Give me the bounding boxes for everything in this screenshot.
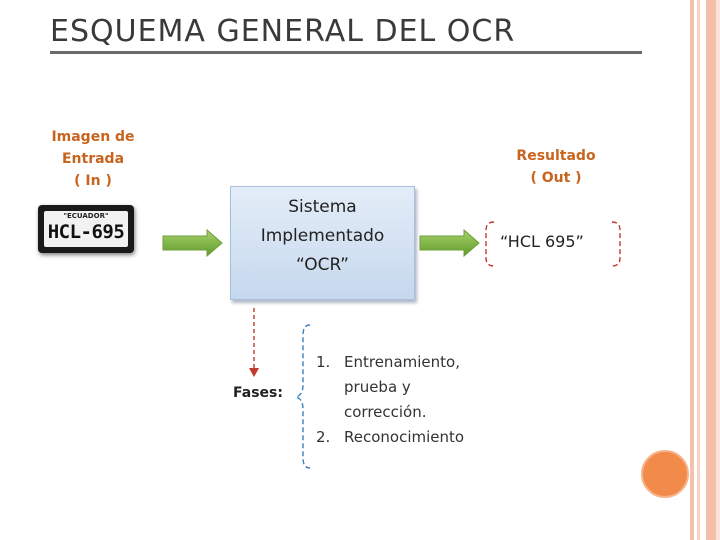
ocr-system-box: Sistema Implementado “OCR” — [230, 186, 415, 300]
output-arrow-icon — [419, 228, 480, 258]
output-label-line1: Resultado — [516, 148, 596, 164]
decorative-stripe — [690, 0, 694, 540]
input-label-line1: Imagen de — [51, 129, 135, 145]
phases-arrow-head-icon — [249, 368, 259, 377]
output-label: Resultado ( Out ) — [508, 145, 604, 189]
plate-country: "ECUADOR" — [63, 212, 109, 220]
list-item-text: Entrenamiento, — [344, 353, 460, 371]
decorative-stripe — [697, 0, 700, 540]
list-item-continuation: corrección. — [344, 403, 427, 421]
list-item: 2. Reconocimiento — [316, 425, 464, 450]
slide-title: ESQUEMA GENERAL DEL OCR — [50, 14, 516, 49]
list-item-text: Reconocimiento — [344, 428, 465, 446]
phases-label: Fases: — [233, 385, 283, 401]
system-line2: Implementado — [260, 226, 385, 246]
list-item-number: 1. — [316, 353, 331, 371]
phases-brace-icon — [293, 324, 311, 469]
decorative-stripe — [716, 0, 720, 540]
decorative-stripe — [706, 0, 716, 540]
license-plate-image: "ECUADOR" HCL-695 — [38, 205, 134, 253]
input-arrow-icon — [162, 228, 223, 258]
input-label-line2: Entrada — [61, 151, 125, 167]
decorative-circle — [641, 450, 689, 498]
list-item: 1. Entrenamiento, — [316, 350, 464, 375]
ocr-result: “HCL 695” — [500, 232, 584, 251]
title-underline — [50, 51, 642, 54]
phases-list: 1. Entrenamiento, prueba y corrección. 2.… — [316, 350, 464, 450]
input-label: Imagen de Entrada ( In ) — [46, 126, 140, 192]
input-label-line3: ( In ) — [74, 173, 112, 189]
result-right-bracket-icon — [611, 221, 621, 267]
output-label-line2: ( Out ) — [530, 170, 582, 186]
plate-number: HCL-695 — [47, 221, 125, 243]
plate-face: "ECUADOR" HCL-695 — [44, 211, 128, 247]
list-item-continuation: prueba y — [344, 378, 411, 396]
system-line1: Sistema — [288, 197, 357, 217]
system-line3: “OCR” — [296, 255, 349, 275]
result-left-bracket-icon — [485, 221, 495, 267]
list-item-number: 2. — [316, 428, 331, 446]
